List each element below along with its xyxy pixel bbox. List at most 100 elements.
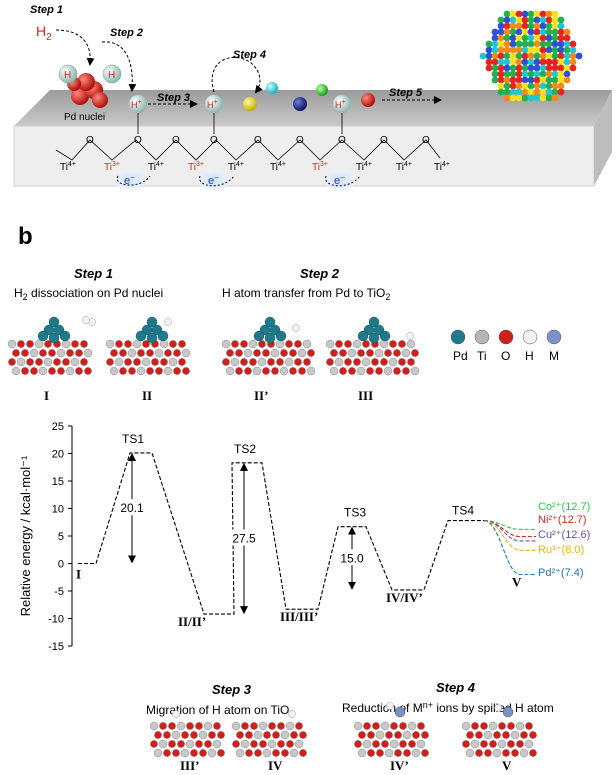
o-atom [295, 722, 303, 730]
state-label-6: IV/IV’ [386, 590, 423, 605]
ti-atom [109, 366, 119, 376]
o-atom [245, 749, 253, 757]
nanoparticle-atom [545, 16, 553, 24]
o-atom [21, 367, 29, 375]
o-atom [390, 722, 398, 730]
nanoparticle-atom [509, 34, 517, 42]
nanoparticle-atom [521, 70, 529, 78]
h-atom [172, 710, 180, 718]
panel-b-label: b [18, 223, 33, 250]
ti-atom [275, 339, 285, 349]
o-atom [80, 340, 88, 348]
step4-title: Step 4 [436, 680, 476, 695]
ti-atom [248, 339, 258, 349]
svg-text:H+: H+ [131, 99, 142, 110]
nanoparticle-atom [575, 52, 583, 60]
o-atom [75, 349, 83, 357]
structure-label-II: II [142, 388, 152, 403]
o-atom [39, 349, 47, 357]
o-atom [276, 358, 284, 366]
ti-atom [375, 730, 385, 740]
nanoparticle-atom [497, 16, 505, 24]
o-atom [412, 731, 420, 739]
nanoparticle-atom [563, 70, 571, 78]
nanoparticle-atom [545, 70, 553, 78]
o-atom [222, 358, 230, 366]
o-atom [177, 740, 185, 748]
nanoparticle-atom [515, 34, 523, 42]
o-atom [115, 340, 123, 348]
nanoparticle-atom [533, 40, 541, 48]
o-atom [475, 749, 483, 757]
ti-atom [352, 339, 362, 349]
h-atom [406, 332, 414, 340]
h2-label: H2 [36, 23, 52, 43]
o-atom [240, 358, 248, 366]
nanoparticle-atom [485, 52, 493, 60]
o-atom [137, 349, 145, 357]
y-tick-label: 10 [52, 504, 64, 516]
o-atom [366, 349, 374, 357]
nanoparticle-atom [479, 52, 487, 60]
o-atom [75, 367, 83, 375]
o-atom [389, 340, 397, 348]
o-atom [173, 349, 181, 357]
y-tick-label: 0 [58, 559, 64, 571]
series-line-0 [483, 520, 536, 530]
o-atom [348, 367, 356, 375]
nanoparticle-atom [515, 70, 523, 78]
pd-atom [157, 330, 169, 342]
o-atom [286, 740, 294, 748]
ti-atom [347, 348, 357, 358]
nanoparticle-atom [557, 52, 565, 60]
o-atom [335, 340, 343, 348]
legend-atom-o [498, 329, 514, 345]
nanoparticle-atom [557, 58, 565, 66]
o-atom [128, 367, 136, 375]
o-atom [294, 340, 302, 348]
nanoparticle-atom [557, 70, 565, 78]
metal-nanoparticle [479, 10, 583, 102]
ti-atom [70, 357, 80, 367]
nanoparticle-atom [533, 58, 541, 66]
legend-label-ti: Ti [477, 349, 487, 363]
svg-text:O: O [254, 135, 262, 146]
step1-title: Step 1 [74, 266, 113, 281]
o-atom [371, 358, 379, 366]
o-atom [244, 367, 252, 375]
nanoparticle-atom [503, 10, 511, 18]
ti-atom [153, 748, 163, 758]
nanoparticle-atom [509, 40, 517, 48]
svg-text:O: O [172, 135, 180, 146]
ti-atom [158, 739, 168, 749]
nanoparticle-atom [491, 64, 499, 72]
o-atom [285, 340, 293, 348]
nanoparticle-atom [527, 58, 535, 66]
h-atom [292, 324, 300, 332]
o-atom [146, 349, 154, 357]
o-atom [262, 349, 270, 357]
o-atom [298, 367, 306, 375]
y-tick-label: -10 [48, 614, 64, 626]
o-atom [385, 731, 393, 739]
nanoparticle-atom [533, 34, 541, 42]
nanoparticle-atom [521, 52, 529, 60]
ti-atom [510, 730, 520, 740]
o-atom [326, 358, 334, 366]
o-atom [417, 722, 425, 730]
o-atom [119, 367, 127, 375]
o-atom [272, 749, 280, 757]
nanoparticle-atom [527, 52, 535, 60]
o-atom [339, 367, 347, 375]
ti-atom [519, 748, 529, 758]
legend-label-pd: Pd [453, 349, 468, 363]
o-atom [155, 367, 163, 375]
nanoparticle-atom [545, 64, 553, 72]
ti-atom [380, 721, 390, 731]
ti-atom [180, 748, 190, 758]
nanoparticle-atom [509, 88, 517, 96]
nanoparticle-atom [509, 22, 517, 30]
nanoparticle-atom [491, 76, 499, 84]
o-atom [204, 740, 212, 748]
ti-atom [168, 357, 178, 367]
